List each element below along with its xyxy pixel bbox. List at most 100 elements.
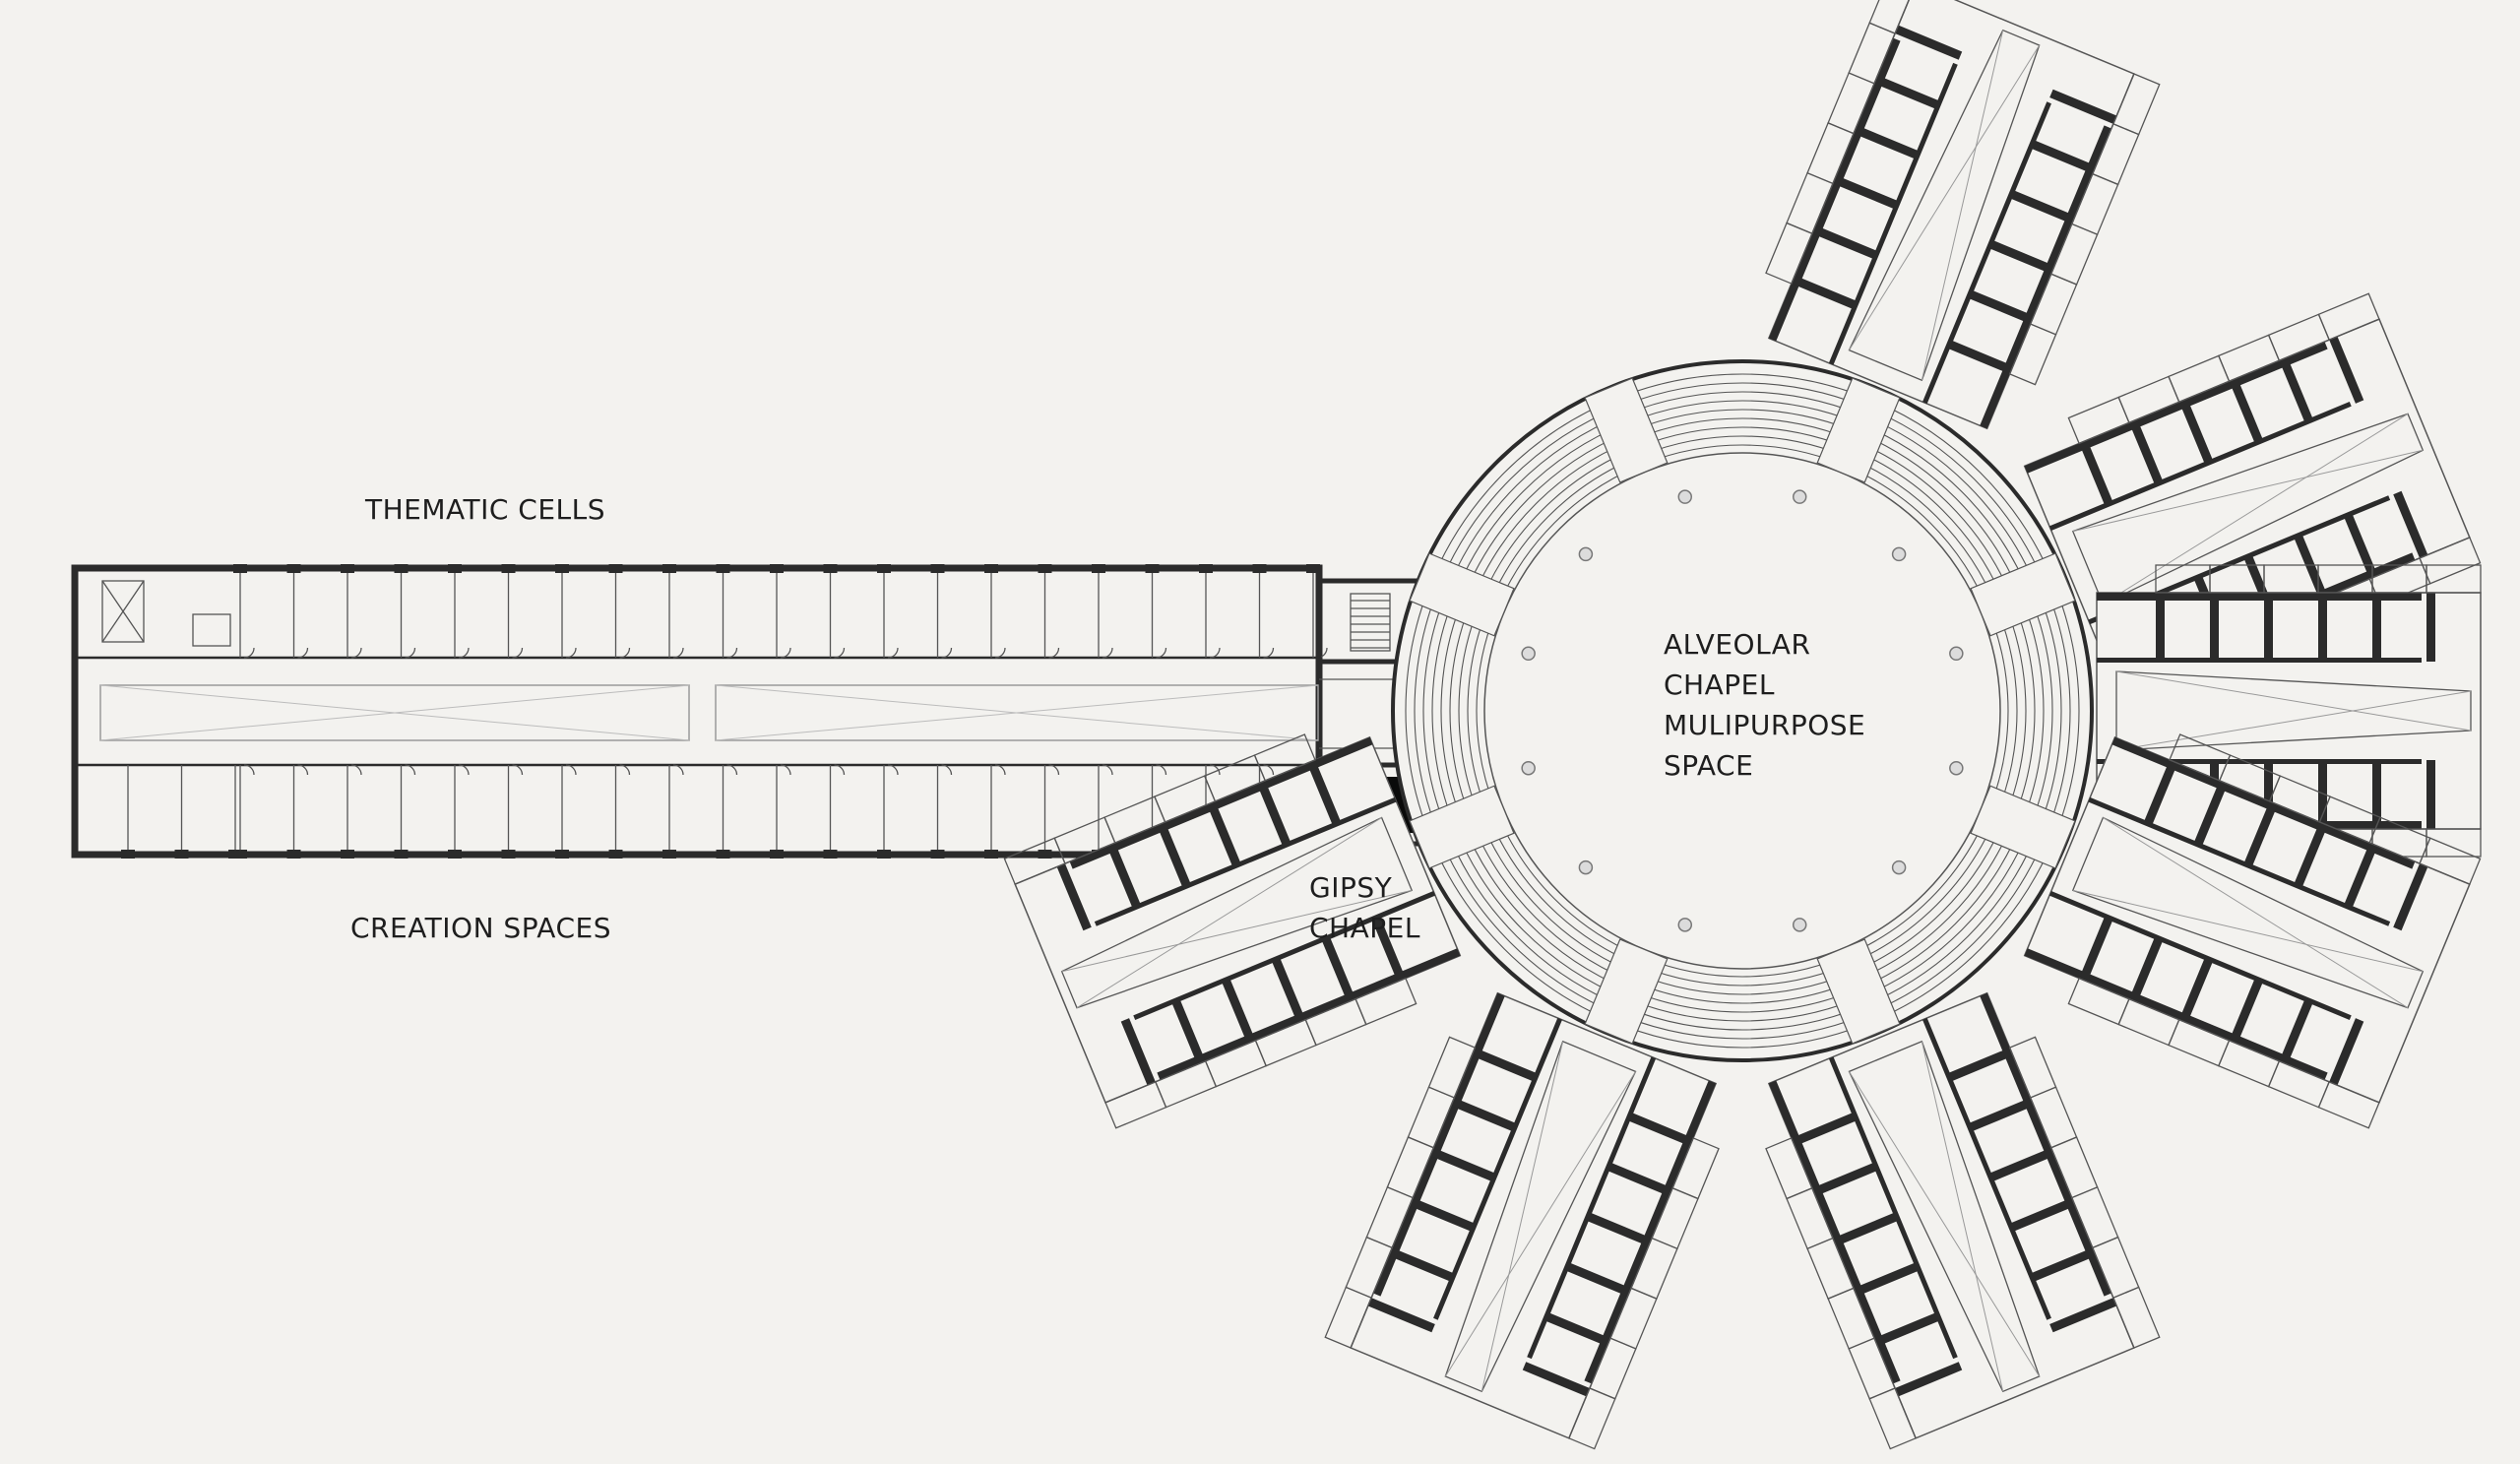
cell-wall — [1409, 1197, 1477, 1233]
cell-door-bottom — [780, 764, 791, 776]
radial-wing — [1324, 991, 1720, 1450]
balcony — [2317, 1080, 2380, 1129]
cell-wall — [1106, 843, 1142, 911]
central-space-edge — [1483, 452, 2001, 970]
cell-door-bottom — [350, 764, 362, 776]
wall-pier-top — [555, 564, 569, 573]
cell-wall — [1945, 339, 2014, 374]
wing-wall — [1980, 992, 2111, 1297]
cell-door-top — [565, 647, 577, 659]
seating-ring — [1422, 391, 2062, 1031]
wing-wall — [1980, 125, 2111, 429]
central-rotunda — [1391, 359, 2094, 1062]
cell-wall — [1170, 997, 1206, 1065]
cell-wall — [2178, 398, 2214, 466]
label-gipsy-line-1: GIPSY — [1309, 871, 1393, 904]
label-alveolar-line-4: SPACE — [1664, 749, 1754, 782]
rotunda-aisle — [1584, 938, 1669, 1045]
cell-door-top — [1263, 647, 1275, 659]
wing-wall — [1922, 1017, 2051, 1320]
balcony — [1868, 1387, 1917, 1450]
cell-wall — [1832, 1211, 1901, 1246]
balcony — [2426, 564, 2482, 594]
wall-pier-bottom — [716, 850, 730, 859]
cell-door-top — [994, 647, 1006, 659]
cell-wall — [1966, 288, 2035, 325]
cell-wall — [2279, 356, 2314, 424]
wing-wall — [1433, 1017, 1562, 1320]
wing-wall — [2097, 593, 2422, 601]
balcony — [1568, 1387, 1616, 1450]
wall-pier-bottom — [228, 850, 242, 859]
cell-wall — [1945, 1048, 2014, 1083]
wing-wall — [2097, 759, 2422, 764]
column — [1677, 918, 1693, 932]
cell-wall — [2393, 490, 2428, 558]
cell-door-top — [1048, 647, 1060, 659]
seating-ring — [1467, 435, 2018, 987]
wall-pier-top — [716, 564, 730, 573]
seating-ring — [1458, 426, 2027, 995]
atrium-line — [1076, 817, 1382, 1009]
cell-wall — [2343, 511, 2378, 579]
wing-wall — [1133, 891, 1436, 1020]
label-creation-spaces: CREATION SPACES — [350, 912, 611, 944]
corridor-diagonal — [99, 684, 690, 741]
corridor-panel — [715, 684, 1319, 741]
cell-wall — [1874, 75, 1942, 110]
wing-wall — [2024, 342, 2328, 474]
radial-wing — [1765, 991, 2161, 1450]
cell-wall — [2426, 593, 2435, 662]
atrium-line — [1061, 889, 1413, 973]
rotunda-aisle — [1816, 377, 1901, 483]
cell-wall — [2049, 1298, 2117, 1333]
radial-wing — [1003, 733, 1462, 1129]
cell-wall — [2049, 89, 2117, 124]
wall-pier-bottom — [608, 850, 623, 859]
cell-door-bottom — [458, 764, 470, 776]
cell-door-bottom — [405, 764, 416, 776]
cell-wall — [2192, 780, 2229, 849]
column — [1578, 859, 1594, 875]
atrium-line — [2072, 449, 2424, 533]
cell-door-bottom — [1209, 764, 1221, 776]
cell-wall — [2318, 760, 2327, 829]
atrium-line — [2103, 817, 2409, 1009]
label-gipsy-chapel: GIPSY CHAPEL — [1309, 867, 1420, 948]
label-gipsy-line-2: CHAPEL — [1309, 912, 1420, 944]
atrium-line — [2072, 889, 2424, 973]
wing-wall — [1922, 101, 2051, 405]
cell-wall — [1895, 25, 1963, 60]
wall-pier-bottom — [984, 850, 998, 859]
seating-ring — [1476, 444, 2009, 978]
cell-wall — [2156, 593, 2165, 662]
cell-wall — [2008, 1197, 2076, 1233]
rotunda-aisle — [1584, 377, 1669, 483]
cell-door-top — [243, 647, 255, 659]
cell-door-bottom — [243, 764, 255, 776]
atrium-line — [1444, 1071, 1636, 1377]
cell-door-bottom — [1156, 764, 1167, 776]
cell-wall — [2343, 843, 2378, 911]
cell-wall — [1832, 175, 1901, 211]
cell-door-bottom — [941, 764, 953, 776]
wing-wall — [2024, 948, 2328, 1080]
cell-wall — [1056, 863, 1092, 931]
balcony — [2111, 73, 2161, 136]
wall-pier-bottom — [394, 850, 409, 859]
label-alveolar-line-3: MULIPURPOSE — [1664, 709, 1866, 741]
column — [1949, 760, 1964, 776]
cell-wall — [1895, 1362, 1963, 1397]
balcony — [1868, 0, 1917, 34]
wing-wall — [2088, 796, 2391, 926]
wall-pier-bottom — [341, 850, 354, 859]
cell-wall — [1987, 239, 2055, 275]
cell-door-bottom — [834, 764, 846, 776]
cell-wall — [2229, 377, 2264, 445]
cell-door-bottom — [1048, 764, 1060, 776]
cell-wall — [2128, 418, 2165, 487]
cell-wall — [2264, 593, 2273, 662]
wall-pier-bottom — [501, 850, 516, 859]
cell-wall — [2329, 1018, 2364, 1086]
